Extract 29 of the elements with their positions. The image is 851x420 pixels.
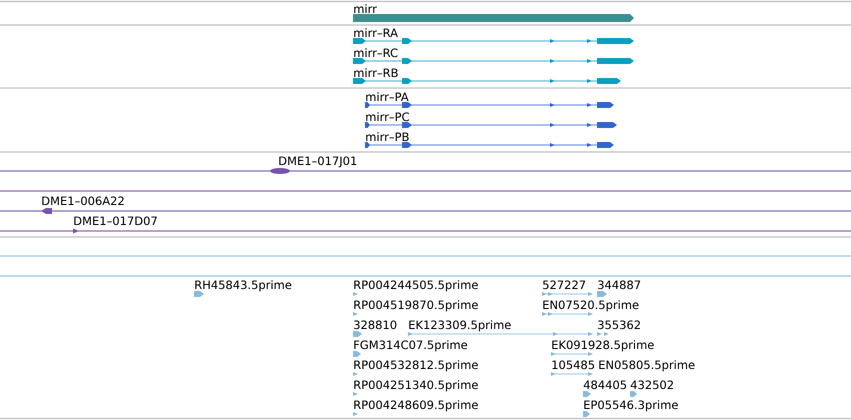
feature-label: RP004244505.5prime xyxy=(354,280,478,292)
feature-label: RP004532812.5prime xyxy=(354,360,478,372)
feature-label: DME1–006A22 xyxy=(42,196,124,206)
feature-label: mirr–RC xyxy=(354,48,398,58)
feature-label: EN07520.5prime xyxy=(543,300,638,312)
feature-label: mirr–RB xyxy=(354,68,398,77)
feature-label: 105485 xyxy=(552,360,594,370)
feature-label: RP004519870.5prime xyxy=(354,300,478,312)
feature-label: 527227 xyxy=(543,280,586,290)
feature-label: EP05546.3prime xyxy=(584,400,678,412)
feature-label: mirr xyxy=(354,4,377,13)
feature-label: 432502 xyxy=(630,380,673,390)
feature-label: mirr–RA xyxy=(354,28,398,37)
feature-label: FGM314C07.5prime xyxy=(354,340,468,352)
feature-label: 355362 xyxy=(598,320,640,330)
feature-label: RP004251340.5prime xyxy=(354,380,478,392)
feature-label: DME1–017J01 xyxy=(279,156,356,168)
feature-label: EK123309.5prime xyxy=(409,320,511,332)
feature-label: 484405 xyxy=(584,380,626,390)
feature-label: EK091928.5prime xyxy=(552,340,654,352)
feature-label: DME1–017D07 xyxy=(74,216,157,226)
feature-label: RP004248609.5prime xyxy=(354,400,478,412)
feature-label: 328810 xyxy=(354,320,396,330)
feature-label: RH45843.5prime xyxy=(195,280,292,292)
feature-label: 344887 xyxy=(598,280,640,290)
feature-label: EN05805.5prime xyxy=(599,360,694,372)
feature-label: mirr–PA xyxy=(366,92,409,101)
feature-label: mirr–PB xyxy=(366,132,409,141)
feature-label: mirr–PC xyxy=(366,112,409,122)
